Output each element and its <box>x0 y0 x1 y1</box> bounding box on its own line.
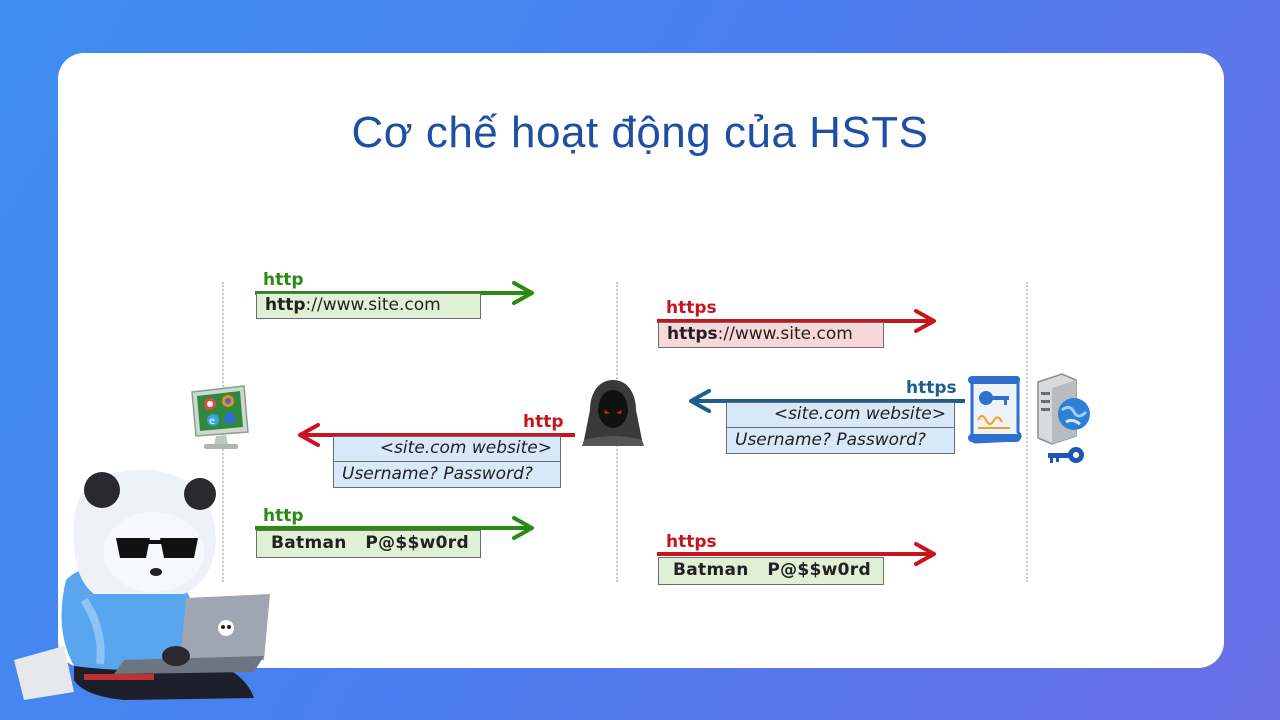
password-value: P@$$w0rd <box>365 533 469 553</box>
url-scheme: https <box>667 324 718 344</box>
credentials-box: Batman P@$$w0rd <box>256 530 481 558</box>
protocol-label: http <box>263 270 304 290</box>
url-box: http://www.site.com <box>256 293 481 319</box>
protocol-label: http <box>263 506 304 526</box>
certificate-icon <box>968 376 1022 444</box>
key-icon <box>1048 447 1084 463</box>
protocol-label: https <box>666 298 717 318</box>
url-scheme: http <box>265 295 306 315</box>
content-card <box>58 53 1224 668</box>
protocol-label: http <box>523 412 564 432</box>
credentials-box: Batman P@$$w0rd <box>658 557 884 585</box>
url-box: https://www.site.com <box>658 322 884 348</box>
server-lifeline <box>1026 282 1028 582</box>
response-line-2: Username? Password? <box>726 427 955 454</box>
arrow-right-req1 <box>657 309 936 333</box>
url-rest: ://www.site.com <box>717 324 853 344</box>
panda-mascot-icon <box>14 469 270 700</box>
hacker-icon <box>582 380 644 446</box>
computer-icon: e <box>191 385 249 449</box>
protocol-label: https <box>666 532 717 552</box>
response-line-1: <site.com website> <box>333 436 561 462</box>
response-line-1: <site.com website> <box>726 402 955 428</box>
url-rest: ://www.site.com <box>305 295 441 315</box>
arrow-left-req2 <box>255 516 534 540</box>
password-value: P@$$w0rd <box>767 560 871 580</box>
protocol-label: https <box>906 378 957 398</box>
arrow-right-resp <box>689 389 965 413</box>
response-line-2: Username? Password? <box>333 461 561 488</box>
arrow-left-resp <box>298 423 575 447</box>
username-value: Batman <box>673 560 749 580</box>
svg-text:e: e <box>209 416 215 427</box>
username-value: Batman <box>271 533 347 553</box>
arrow-right-req2 <box>657 542 936 566</box>
page-title: Cơ chế hoạt động của HSTS <box>351 108 929 157</box>
server-icon <box>1037 373 1090 445</box>
